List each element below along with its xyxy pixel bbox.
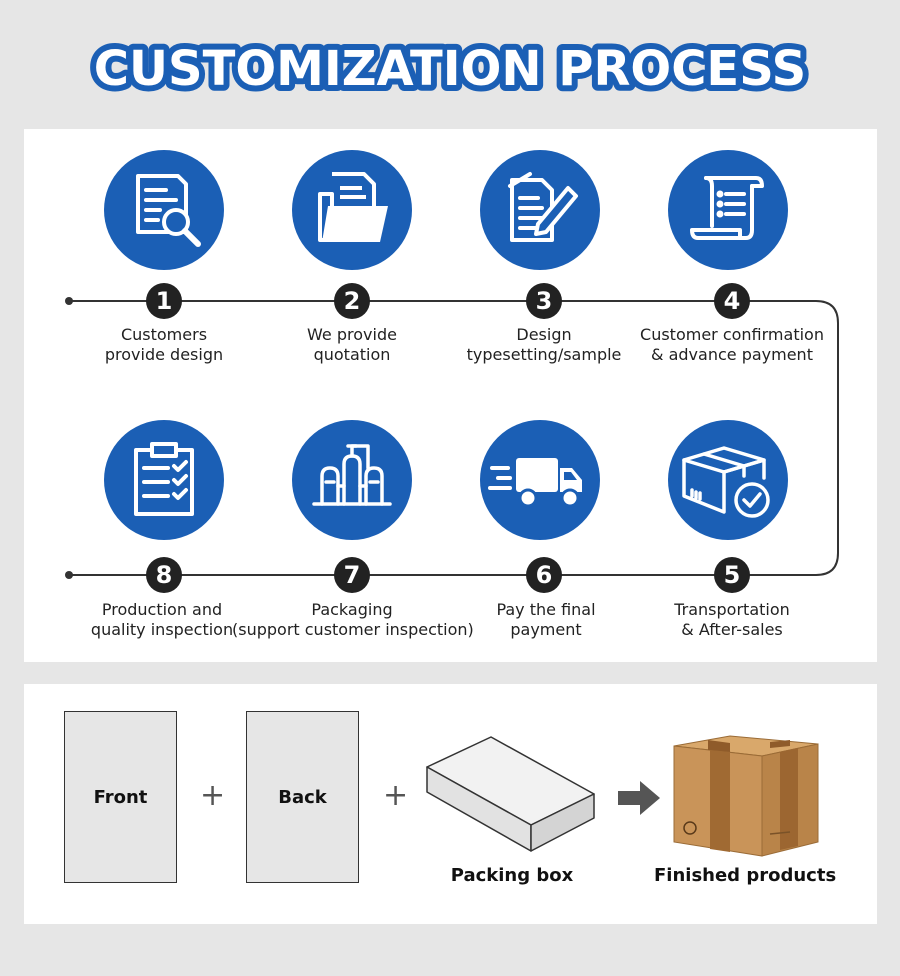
step-number-3: 3 <box>526 283 562 319</box>
back-card: Back <box>246 711 359 883</box>
packing-box-illustration <box>424 734 604 859</box>
step-number-2: 2 <box>334 283 370 319</box>
back-label: Back <box>278 787 327 808</box>
assembly-panel: Front + Back + Packing box F <box>24 684 877 924</box>
clipboard-checklist-icon <box>104 420 224 540</box>
step-label-4: Customer confirmation& advance payment <box>612 325 852 365</box>
step-number-1: 1 <box>146 283 182 319</box>
step-number-8: 8 <box>146 557 182 593</box>
front-card: Front <box>64 711 177 883</box>
step-number-6: 6 <box>526 557 562 593</box>
step-number-7: 7 <box>334 557 370 593</box>
step-number-5: 5 <box>714 557 750 593</box>
page-title: CUSTOMIZATION PROCESS CUSTOMIZATION PROC… <box>0 28 900 108</box>
title-text: CUSTOMIZATION PROCESS <box>94 41 806 97</box>
plus-sign-2: + <box>383 778 408 813</box>
box-check-icon <box>668 420 788 540</box>
plus-sign-1: + <box>200 778 225 813</box>
factory-icon <box>292 420 412 540</box>
document-search-icon <box>104 150 224 270</box>
step-number-4: 4 <box>714 283 750 319</box>
front-label: Front <box>94 787 148 808</box>
scroll-list-icon <box>668 150 788 270</box>
packing-box-label: Packing box <box>442 865 582 886</box>
cardboard-box-illustration <box>670 734 820 864</box>
finished-products-label: Finished products <box>654 865 834 886</box>
folder-documents-icon <box>292 150 412 270</box>
delivery-truck-icon <box>480 420 600 540</box>
arrow-right-icon <box>618 781 660 815</box>
document-pen-icon <box>480 150 600 270</box>
step-label-5: Transportation& After-sales <box>612 600 852 640</box>
